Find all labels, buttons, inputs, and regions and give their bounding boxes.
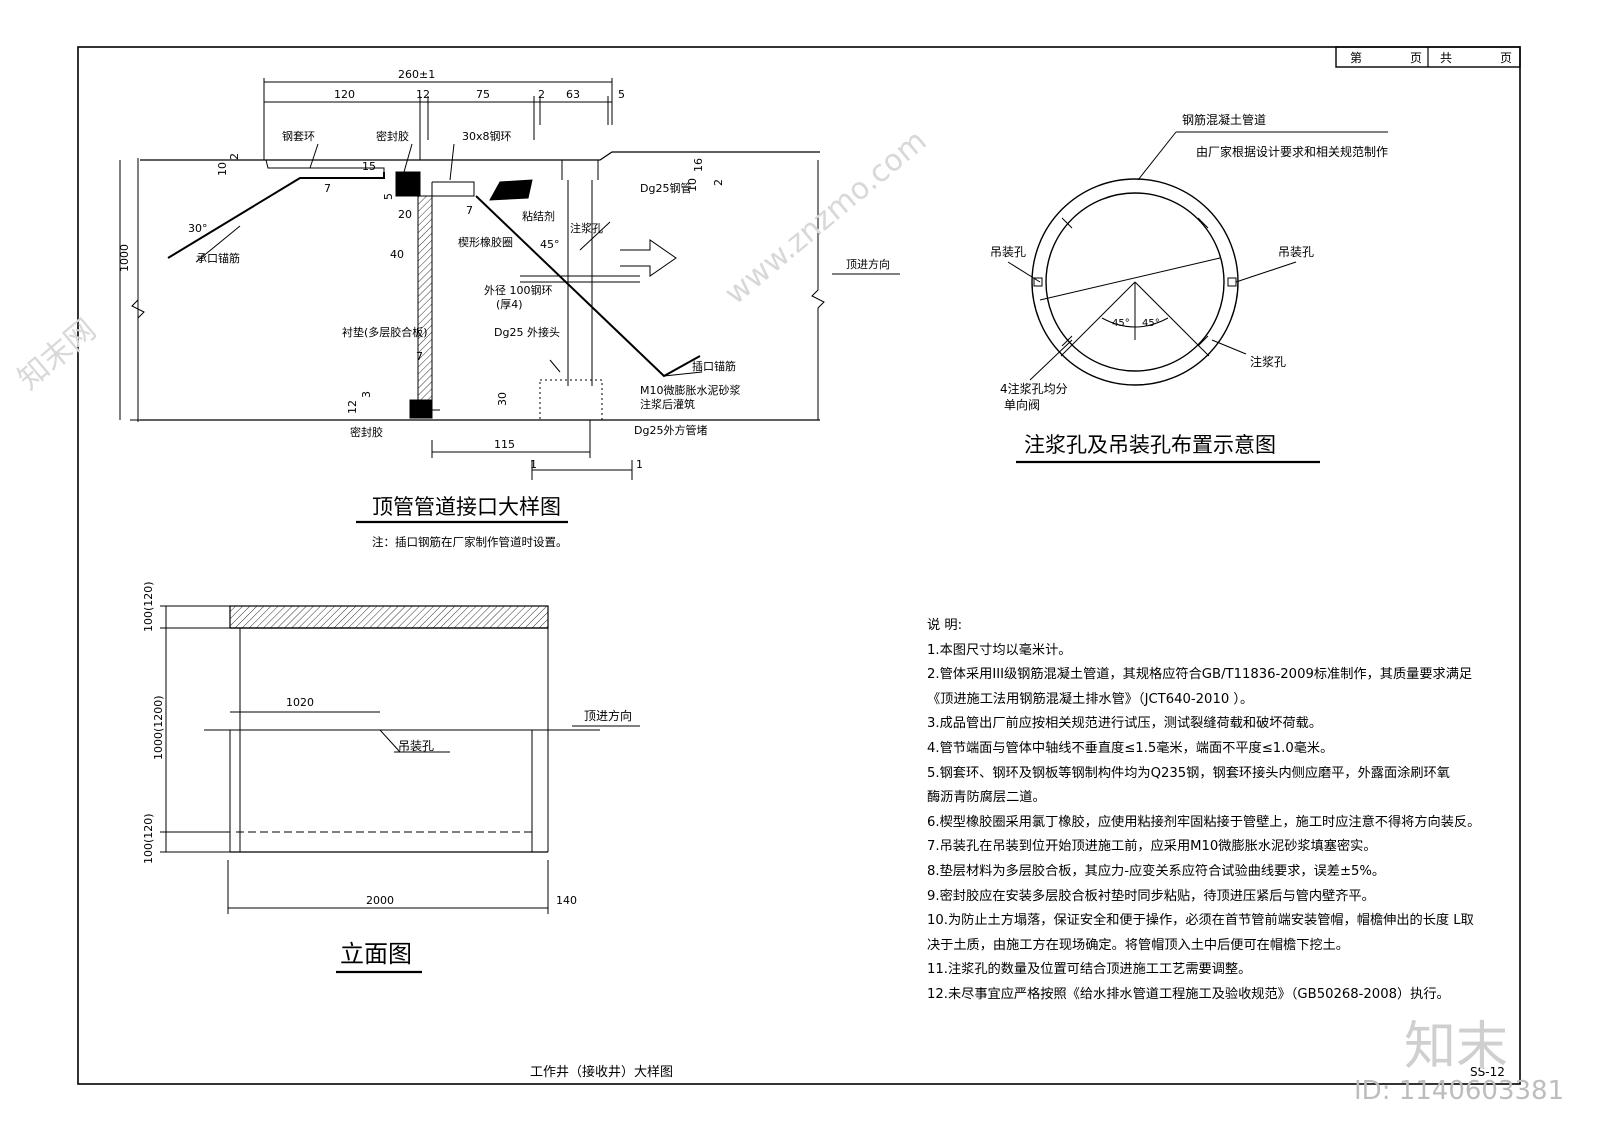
dim-1000: 1000 <box>118 244 131 272</box>
dim-5: 5 <box>618 88 625 101</box>
label-spigot-rebar: 插口锚筋 <box>692 359 736 373</box>
dim-total: 260±1 <box>398 68 435 81</box>
label-adhesive: 粘结剂 <box>522 209 555 223</box>
hole-layout-title: 注浆孔及吊装孔布置示意图 <box>1024 433 1276 457</box>
dim-3: 3 <box>360 391 373 398</box>
label-m10-mortar: M10微膨胀水泥砂浆 <box>640 383 741 397</box>
label-four-holes: 4注浆孔均分 <box>1000 381 1068 396</box>
joint-detail-title: 顶管管道接口大样图 <box>372 495 561 519</box>
dim-2: 2 <box>538 88 545 101</box>
dim-2b: 2 <box>712 179 725 186</box>
dim-12b: 12 <box>346 400 359 414</box>
note-line: 6.楔型橡胶圈采用氯丁橡胶，应使用粘接剂牢固粘接于管壁上，施工时应注意不得将方向… <box>927 814 1481 830</box>
dim-16: 16 <box>692 158 705 172</box>
label-outer-ring-thk: (厚4) <box>496 298 523 311</box>
note-line: 2.管体采用III级钢筋混凝土管道，其规格应符合GB/T11836-2009标准… <box>927 667 1473 683</box>
label-dg25-plug: Dg25外方管堵 <box>634 423 707 437</box>
angle-30: 30° <box>188 222 208 235</box>
dim-100-120-top: 100(120) <box>142 581 155 632</box>
note-line: 决于土质，由施工方在现场确定。将管帽顶入土中后便可在帽檐下挖土。 <box>927 937 1349 953</box>
section-mark-a: 1 <box>530 458 537 471</box>
tb-page-label: 第 <box>1350 51 1362 65</box>
label-ring30x8: 30x8钢环 <box>462 130 512 143</box>
drawing-border <box>77 46 1521 1085</box>
label-maker-note: 由厂家根据设计要求和相关规范制作 <box>1196 144 1388 159</box>
note-line: 12.未尽事宜应严格按照《给水排水管道工程施工及验收规范》（GB50268-20… <box>927 986 1450 1002</box>
dim-2000: 2000 <box>366 894 394 907</box>
label-jacking-dir: 顶进方向 <box>846 257 890 271</box>
notes-heading: 说 明: <box>927 618 963 633</box>
dim-7a: 7 <box>324 182 331 195</box>
label-check-valve: 单向阀 <box>1004 397 1040 412</box>
label-dg25-pipe: Dg25钢管 <box>640 181 691 195</box>
label-jacking-dir-elev: 顶进方向 <box>584 708 632 723</box>
note-line: 7.吊装孔在吊装到位开始顶进施工前，应采用M10微膨胀水泥砂浆填塞密实。 <box>927 839 1377 855</box>
watermark-id: ID: 1140603381 <box>1354 1076 1565 1106</box>
label-lift-hole-elev: 吊装孔 <box>398 739 434 753</box>
note-line: 酶沥青防腐层二道。 <box>927 790 1046 806</box>
note-line: 9.密封胶应在安装多层胶合板衬垫时同步粘贴，待顶进压紧后与管内壁齐平。 <box>927 888 1375 904</box>
dim-12: 12 <box>416 88 430 101</box>
joint-detail <box>119 78 825 480</box>
dim-30: 30 <box>496 392 509 406</box>
dim-120: 120 <box>334 88 355 101</box>
label-outer-ring: 外径 100钢环 <box>484 284 553 297</box>
label-dg25-joint: Dg25 外接头 <box>494 326 560 339</box>
design-notes: 说 明: 1.本图尺寸均以毫米计。 2.管体采用III级钢筋混凝土管道，其规格应… <box>927 614 1487 1008</box>
elevation-title: 立面图 <box>340 940 412 968</box>
dim-63: 63 <box>566 88 580 101</box>
dim-20: 20 <box>398 208 412 221</box>
dim-5a: 5 <box>382 193 395 200</box>
watermark-brand: 知末 <box>1404 1017 1509 1077</box>
label-lift-hole-right: 吊装孔 <box>1278 245 1314 259</box>
dim-75: 75 <box>476 88 490 101</box>
dim-7b: 7 <box>466 204 473 217</box>
hole-layout-diagram <box>1007 131 1388 386</box>
note-line: 《顶进施工法用钢筋混凝土排水管》（JCT640-2010 ）。 <box>927 691 1254 707</box>
note-line: 3.成品管出厂前应按相关规范进行试压，测试裂缝荷载和破坏荷载。 <box>927 716 1323 732</box>
dim-1020: 1020 <box>286 696 314 709</box>
label-rc-pipe: 钢筋混凝土管道 <box>1182 112 1266 127</box>
label-sealant-bottom: 密封胶 <box>350 425 383 439</box>
title-block: 第 页 共 页 <box>1335 46 1521 68</box>
dim-7c: 7 <box>416 350 423 363</box>
note-line: 8.垫层材料为多层胶合板，其应力-应变关系应符合试验曲线要求，误差±5%。 <box>927 863 1386 879</box>
label-liner: 衬垫(多层胶合板) <box>342 325 428 339</box>
label-grout-after: 注浆后灌筑 <box>640 397 695 411</box>
drawing-number: SS-12 <box>1470 1065 1505 1079</box>
tb-total-unit: 页 <box>1500 51 1512 65</box>
dim-2a: 2 <box>228 153 241 160</box>
elevation-view <box>160 605 640 914</box>
dim-10a: 10 <box>216 162 229 176</box>
angle-45-b: 45° <box>1142 318 1160 329</box>
tb-page-unit: 页 <box>1410 51 1422 65</box>
label-socket-rebar: 承口锚筋 <box>196 251 240 265</box>
dim-140: 140 <box>556 894 577 907</box>
label-sealant-top: 密封胶 <box>376 129 409 143</box>
angle-45-a: 45° <box>1112 318 1130 329</box>
dim-115: 115 <box>494 438 515 451</box>
tb-total-label: 共 <box>1440 51 1452 65</box>
dim-15: 15 <box>362 160 376 173</box>
note-line: 10.为防止土方塌落，保证安全和便于操作，必须在首节管前端安装管帽，帽檐伸出的长… <box>927 913 1474 929</box>
angle-45: 45° <box>540 238 560 251</box>
section-mark-b: 1 <box>636 458 643 471</box>
dim-100-120-bot: 100(120) <box>142 813 155 864</box>
note-line: 4.管节端面与管体中轴线不垂直度≤1.5毫米，端面不平度≤1.0毫米。 <box>927 740 1334 756</box>
pit-caption: 工作井（接收井）大样图 <box>530 1064 673 1080</box>
note-line: 1.本图尺寸均以毫米计。 <box>927 642 1072 658</box>
joint-detail-note: 注：插口钢筋在厂家制作管道时设置。 <box>372 535 568 549</box>
dim-40: 40 <box>390 248 404 261</box>
label-lift-hole-left: 吊装孔 <box>990 245 1026 259</box>
label-grout-hole-circle: 注浆孔 <box>1250 354 1286 369</box>
label-grout-hole: 注浆孔 <box>570 221 603 235</box>
dim-10b: 10 <box>686 178 699 192</box>
note-line: 11.注浆孔的数量及位置可结合顶进施工工艺需要调整。 <box>927 962 1252 978</box>
dim-1000-1200: 1000(1200) <box>152 695 165 760</box>
label-wedge-rubber: 楔形橡胶圈 <box>458 235 513 249</box>
note-line: 5.钢套环、钢环及钢板等钢制构件均为Q235钢，钢套环接头内侧应磨平，外露面涂刷… <box>927 765 1450 781</box>
label-steel-ring: 钢套环 <box>282 130 315 143</box>
